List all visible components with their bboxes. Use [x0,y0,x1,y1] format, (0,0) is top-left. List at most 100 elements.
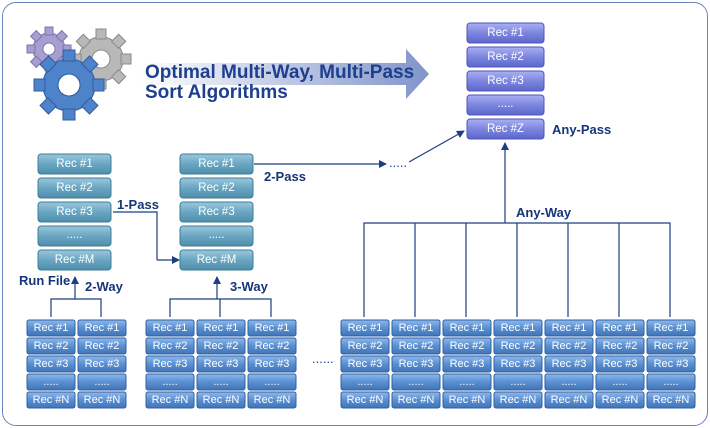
gears-icon [26,26,132,121]
svg-text:.....: ..... [357,376,372,388]
record-box: Rec #1 [646,319,696,337]
svg-text:Rec #3: Rec #3 [198,206,234,218]
svg-text:Rec #N: Rec #N [347,394,384,406]
record-box: Rec #1 [26,319,76,337]
svg-text:Rec #1: Rec #1 [487,27,523,39]
svg-text:Rec #N: Rec #N [653,394,690,406]
record-box: ..... [442,373,492,391]
ellipsis-top: ..... [389,155,407,170]
record-box: Rec #N [595,391,645,409]
record-box: Rec #2 [466,46,545,68]
svg-text:Rec #N: Rec #N [449,394,486,406]
record-box: Rec #N [26,391,76,409]
record-box: ..... [77,373,127,391]
svg-text:Rec #3: Rec #3 [56,206,92,218]
input-run-column: Rec #1 Rec #2 Rec #3..... Rec #N [77,319,127,409]
label-any-way: Any-Way [516,205,572,220]
svg-text:.....: ..... [510,376,525,388]
svg-text:.....: ..... [498,98,514,110]
title-line-1: Optimal Multi-Way, Multi-Pass [145,62,414,83]
record-box: ..... [493,373,543,391]
record-box: Rec #Z [466,118,545,140]
svg-text:Rec #3: Rec #3 [153,358,188,370]
svg-text:Rec #1: Rec #1 [56,158,92,170]
record-box: Rec #2 [340,337,390,355]
svg-text:Rec #2: Rec #2 [153,340,188,352]
record-box: Rec #1 [340,319,390,337]
record-box: Rec #2 [646,337,696,355]
record-box: ..... [595,373,645,391]
svg-text:.....: ..... [663,376,678,388]
label-any-pass: Any-Pass [552,122,611,137]
record-box: Rec #2 [196,337,246,355]
record-box: Rec #2 [595,337,645,355]
record-box: Rec #1 [145,319,195,337]
record-box: Rec #2 [544,337,594,355]
sort-diagram: Optimal Multi-Way, Multi-Pass Sort Algor… [19,22,696,409]
record-box: Rec #3 [145,355,195,373]
svg-text:Rec #N: Rec #N [33,394,70,406]
record-box: Rec #1 [247,319,297,337]
svg-text:Rec #2: Rec #2 [204,340,239,352]
record-box: ..... [466,94,545,116]
record-box: Rec #1 [196,319,246,337]
svg-text:Rec #1: Rec #1 [603,322,638,334]
record-box: Rec #N [442,391,492,409]
svg-text:Rec #1: Rec #1 [654,322,689,334]
ellipsis-bottom: ...... [312,351,334,366]
svg-text:Rec #2: Rec #2 [399,340,434,352]
svg-text:Rec #2: Rec #2 [501,340,536,352]
svg-text:Rec #1: Rec #1 [204,322,239,334]
svg-text:Rec #1: Rec #1 [348,322,383,334]
title-line-2: Sort Algorithms [145,82,288,103]
record-box: Rec #3 [340,355,390,373]
record-box: Rec #N [544,391,594,409]
label-one-pass: 1-Pass [117,197,159,212]
record-box: Rec #N [646,391,696,409]
record-box: Rec #2 [37,177,112,199]
svg-text:Rec #1: Rec #1 [399,322,434,334]
svg-text:Rec #3: Rec #3 [399,358,434,370]
record-box: ..... [646,373,696,391]
record-box: Rec #N [391,391,441,409]
record-box: Rec #N [145,391,195,409]
record-box: Rec #1 [595,319,645,337]
record-box: Rec #1 [442,319,492,337]
svg-text:Rec #3: Rec #3 [487,75,523,87]
label-two-way: 2-Way [85,279,124,294]
record-box: Rec #N [77,391,127,409]
middle-stack: Rec #1 Rec #2 Rec #3 ..... Rec #M [179,153,254,271]
svg-text:Rec #3: Rec #3 [654,358,689,370]
svg-text:.....: ..... [94,376,109,388]
svg-text:Rec #3: Rec #3 [255,358,290,370]
svg-text:.....: ..... [162,376,177,388]
svg-text:.....: ..... [43,376,58,388]
svg-text:Rec #2: Rec #2 [34,340,69,352]
svg-text:Rec #N: Rec #N [551,394,588,406]
svg-text:Rec #N: Rec #N [398,394,435,406]
record-box: Rec #3 [544,355,594,373]
record-box: Rec #N [493,391,543,409]
svg-text:Rec #2: Rec #2 [85,340,120,352]
svg-text:Rec #N: Rec #N [203,394,240,406]
svg-text:.....: ..... [408,376,423,388]
svg-text:.....: ..... [213,376,228,388]
svg-text:Rec #1: Rec #1 [85,322,120,334]
svg-text:Rec #3: Rec #3 [603,358,638,370]
label-three-way: 3-Way [230,279,269,294]
record-box: Rec #2 [145,337,195,355]
svg-text:.....: ..... [561,376,576,388]
record-box: Rec #3 [466,70,545,92]
svg-text:Rec #1: Rec #1 [255,322,290,334]
record-box: Rec #1 [37,153,112,175]
run-file-stack: Rec #1 Rec #2 Rec #3 ..... Rec #M [37,153,112,271]
record-box: Rec #3 [77,355,127,373]
svg-text:Rec #2: Rec #2 [56,182,92,194]
svg-text:Rec #1: Rec #1 [34,322,69,334]
svg-text:Rec #3: Rec #3 [501,358,536,370]
